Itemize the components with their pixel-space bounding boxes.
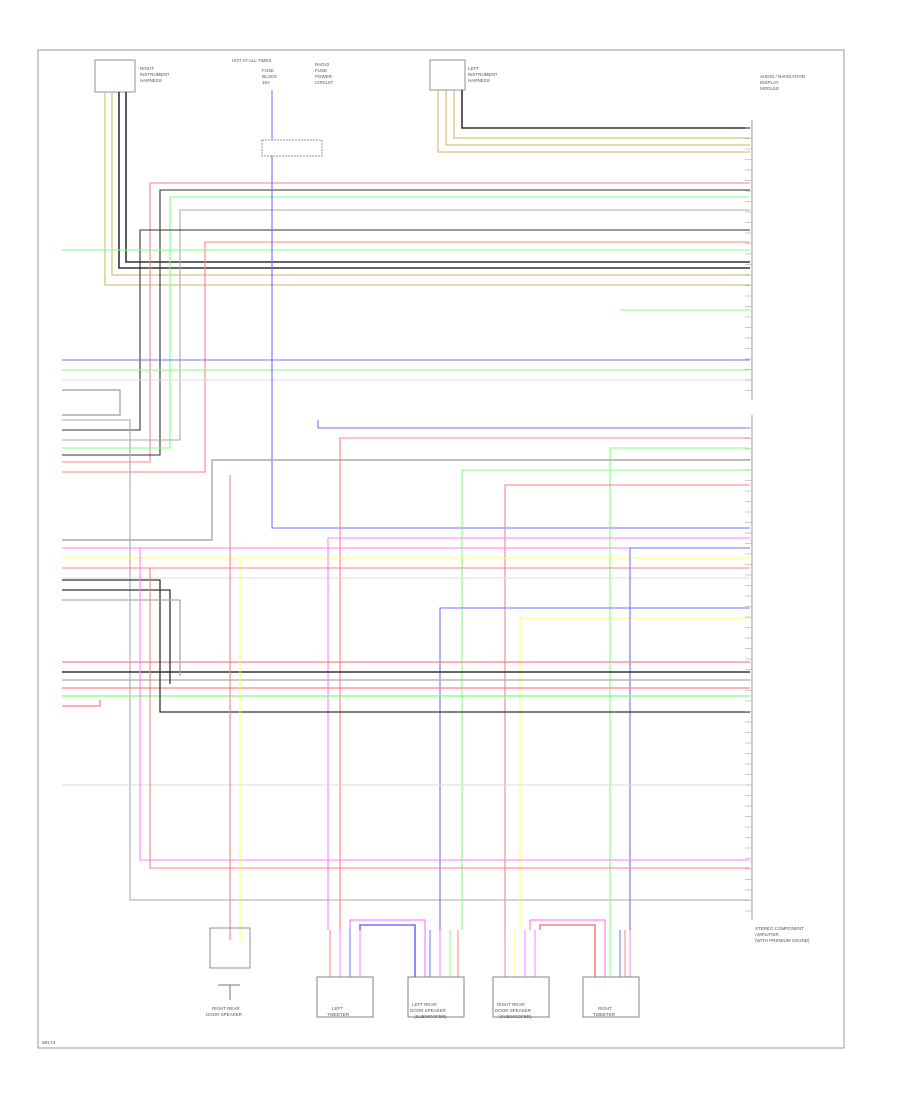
stereo-component-amplifier-label: STEREO COMPONENT AMPLIFIER (WITH PREMIUM… (755, 926, 810, 943)
wire-group (62, 90, 750, 977)
wire (453, 90, 750, 139)
wire (519, 617, 750, 930)
wire (349, 919, 426, 977)
wire (62, 579, 750, 713)
connector-label-line-3: HARNESS (468, 78, 490, 83)
wire (437, 90, 750, 153)
wire (139, 548, 750, 861)
wire (104, 92, 750, 286)
connector-label-line-1: LEFT (468, 66, 479, 71)
connector-label-line-2: INSTRUMENT (468, 72, 498, 77)
wire (62, 229, 750, 431)
radio-label-line-3: POWER (315, 74, 333, 79)
right-rear-door-subwoofer: RIGHT REAR DOOR SPEAKER (SUBWOOFER) (492, 976, 550, 1019)
wire (504, 484, 750, 930)
wire (629, 547, 750, 930)
component-label-line-1: RIGHT (598, 1006, 612, 1011)
fuse-label-line-2: FUSE (262, 68, 274, 73)
wire (609, 447, 750, 930)
wire (339, 437, 750, 930)
radio-label-line-1: RADIO (315, 62, 330, 67)
wire (271, 156, 750, 529)
right-pin-labels (745, 127, 752, 912)
component-label-line-2: TWEETER (593, 1012, 616, 1017)
fuse-block-label: HOT AT ALL TIMES FUSE BLOCK 15A (232, 58, 277, 85)
wire (62, 182, 750, 463)
module-label-line-3: MODULE (760, 86, 779, 91)
component-label-line-3: (SUBWOOFER) (499, 1014, 532, 1019)
left-instrument-harness-connector: LEFT INSTRUMENT HARNESS (429, 59, 498, 91)
wire (62, 196, 750, 449)
right-rear-door-speaker: RIGHT REAR DOOR SPEAKER (206, 927, 251, 1017)
wire (62, 459, 750, 541)
wire (111, 92, 750, 276)
amp-label-line-1: STEREO COMPONENT (755, 926, 804, 931)
module-label-line-1: AUDIO / NAVIGATION (760, 74, 805, 79)
connector-label-line-1: RIGHT (140, 66, 154, 71)
audio-navigation-display-module-label: AUDIO / NAVIGATION DISPLAY MODULE (760, 74, 805, 91)
left-tweeter: LEFT TWEETER (316, 976, 374, 1018)
wire (149, 568, 750, 869)
radio-label-line-2: FUSE (315, 68, 327, 73)
fuse-label-line-3: BLOCK (262, 74, 277, 79)
right-instrument-harness-connector: RIGHT INSTRUMENT HARNESS (94, 59, 170, 93)
left-rear-door-speaker: LEFT REAR DOOR SPEAKER (SUBWOOFER) (407, 976, 465, 1019)
diagram-frame (37, 49, 845, 1049)
wire (461, 469, 750, 930)
wire (62, 241, 750, 473)
wire (529, 919, 606, 977)
module-label-line-2: DISPLAY (760, 80, 779, 85)
connector-label-line-3: HARNESS (140, 78, 162, 83)
wire (461, 90, 750, 129)
wire (327, 537, 750, 930)
wire (359, 924, 416, 977)
radio-fuse-label: RADIO FUSE POWER CIRCUIT (315, 62, 333, 85)
wire (62, 419, 750, 901)
wire (62, 189, 750, 456)
wire (62, 389, 121, 416)
wire (439, 607, 750, 930)
component-label-line-1: LEFT REAR (412, 1002, 437, 1007)
connector-label-line-2: INSTRUMENT (140, 72, 170, 77)
component-label-line-2: DOOR SPEAKER (410, 1008, 447, 1013)
radio-label-line-4: CIRCUIT (315, 80, 333, 85)
right-tweeter: RIGHT TWEETER (582, 976, 640, 1018)
wire (539, 924, 596, 977)
component-label-line-2: DOOR SPEAKER (495, 1008, 532, 1013)
wire (317, 420, 750, 429)
diagram-code: W0174 (42, 1040, 56, 1046)
component-label-line-1: RIGHT REAR (212, 1006, 240, 1011)
component-label-line-2: DOOR SPEAKER (206, 1012, 243, 1017)
component-label-line-2: TWEETER (327, 1012, 350, 1017)
component-label-line-1: LEFT (332, 1006, 343, 1011)
wire (62, 589, 171, 684)
component-label-line-1: RIGHT REAR (497, 1002, 525, 1007)
amp-label-line-2: AMPLIFIER (755, 932, 780, 937)
fuse-label-line-1: HOT AT ALL TIMES (232, 58, 272, 63)
fuse-symbol (261, 90, 323, 157)
component-label-line-3: (SUBWOOFER) (414, 1014, 447, 1019)
fuse-label-line-4: 15A (262, 80, 270, 85)
wire (62, 209, 750, 441)
amp-label-line-3: (WITH PREMIUM SOUND) (755, 938, 810, 943)
wire (62, 599, 181, 676)
wire (62, 700, 101, 707)
wire (118, 92, 750, 269)
wire (125, 92, 750, 263)
wire (445, 90, 750, 146)
